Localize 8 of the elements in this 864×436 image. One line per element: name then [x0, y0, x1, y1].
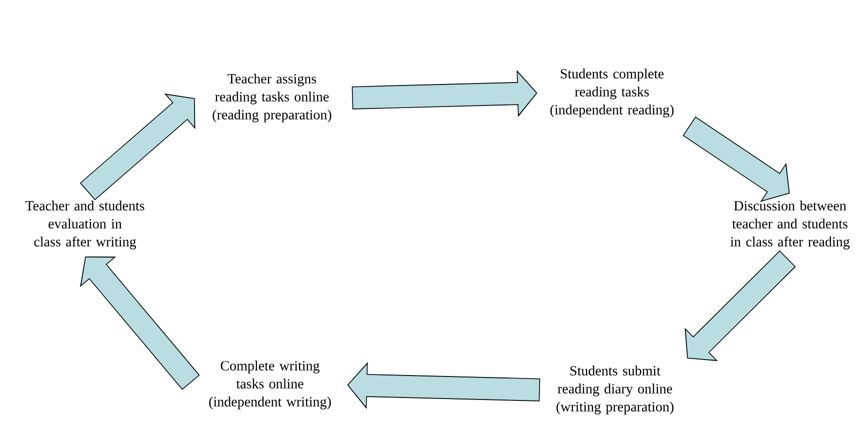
- step-text: Students submit reading diary online (writing preparation): [556, 366, 674, 414]
- step-text: Teacher and students evaluation in class after writing: [26, 200, 144, 250]
- step-text: Discussion between teacher and students in class after reading: [730, 200, 850, 250]
- block-arrow: [80, 94, 196, 200]
- step-text: Students complete reading tasks (independent reading): [550, 68, 674, 118]
- step-text: Complete writing tasks online (independent writing): [209, 360, 331, 410]
- block-arrow: [80, 256, 200, 390]
- step-text: Teacher assigns reading tasks online (reading preparation): [212, 74, 332, 122]
